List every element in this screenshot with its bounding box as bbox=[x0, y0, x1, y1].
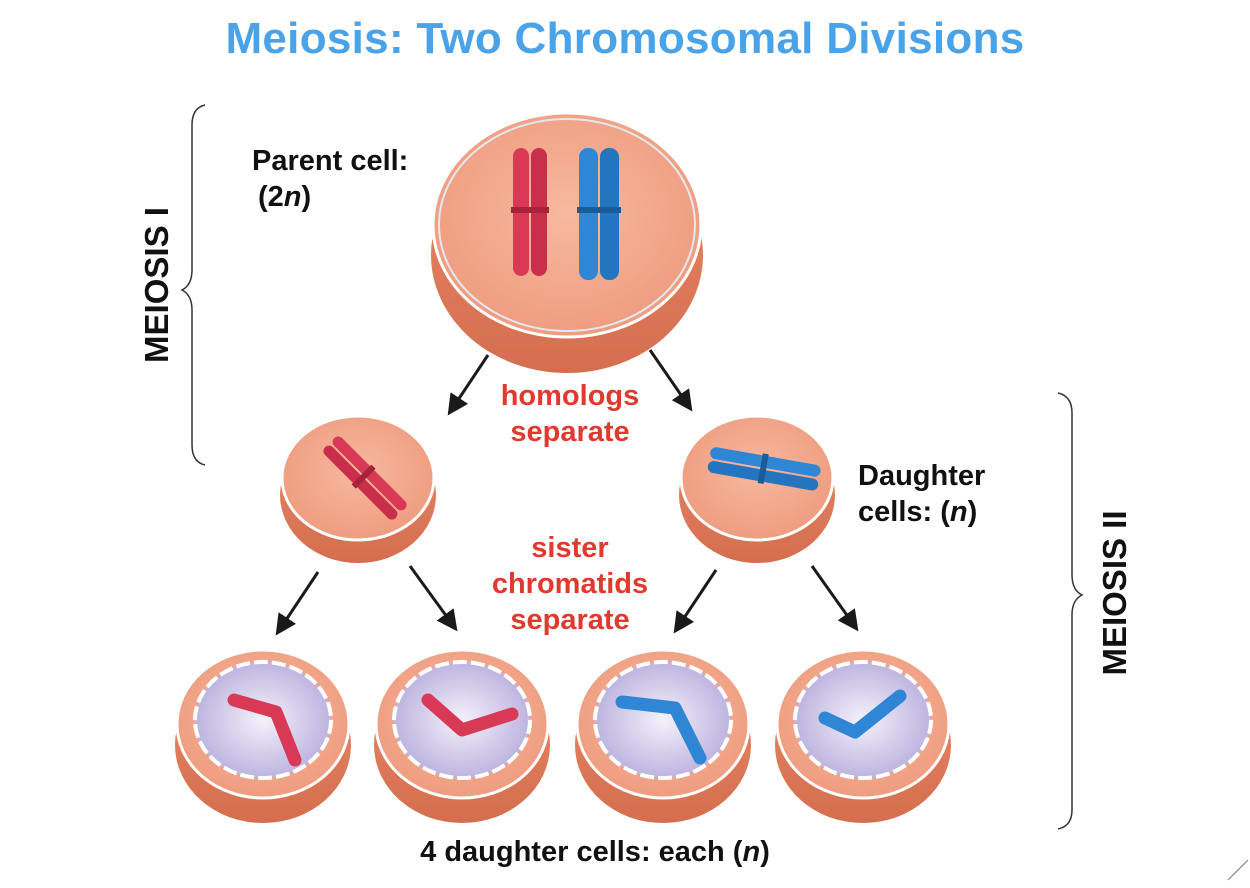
final-cell-3 bbox=[575, 648, 751, 823]
final-cell-2 bbox=[374, 648, 550, 823]
final-cell-1 bbox=[175, 648, 351, 823]
page-title: Meiosis: Two Chromosomal Divisions bbox=[225, 14, 1025, 63]
final-cells-label: 4 daughter cells: each (n) bbox=[420, 836, 770, 868]
meiosis1-label: MEIOSIS I bbox=[138, 207, 175, 363]
arrow-right-2 bbox=[810, 565, 859, 632]
meiosis1-bracket bbox=[180, 104, 206, 466]
parent-cell-ploidy: (2n) bbox=[258, 181, 312, 213]
arrow-parent-right bbox=[648, 349, 693, 412]
final-cell-4 bbox=[775, 648, 951, 823]
chromosome-red-pair bbox=[511, 148, 549, 276]
arrow-right-1 bbox=[673, 569, 718, 634]
arrow-left-1 bbox=[275, 571, 320, 636]
daughter-cell-left bbox=[280, 414, 436, 563]
arrow-left-2 bbox=[408, 565, 458, 632]
corner-mark bbox=[1227, 859, 1249, 881]
parent-cell-label-line1: Parent cell: bbox=[252, 145, 409, 177]
meiosis2-bracket bbox=[1057, 392, 1084, 830]
daughter-cells-label: Daughter cells: (n) bbox=[858, 460, 986, 528]
homologs-separate-label: homologs separate bbox=[500, 380, 640, 448]
daughter-cell-right bbox=[679, 414, 835, 563]
arrow-parent-left bbox=[447, 354, 490, 416]
sister-chromatids-separate-label: sister chromatids separate bbox=[491, 532, 649, 636]
parent-cell-label: Parent cell: (2n) bbox=[252, 143, 408, 215]
meiosis2-label: MEIOSIS II bbox=[1096, 510, 1133, 676]
chromosome-blue-pair bbox=[577, 148, 621, 280]
parent-cell bbox=[431, 111, 703, 373]
